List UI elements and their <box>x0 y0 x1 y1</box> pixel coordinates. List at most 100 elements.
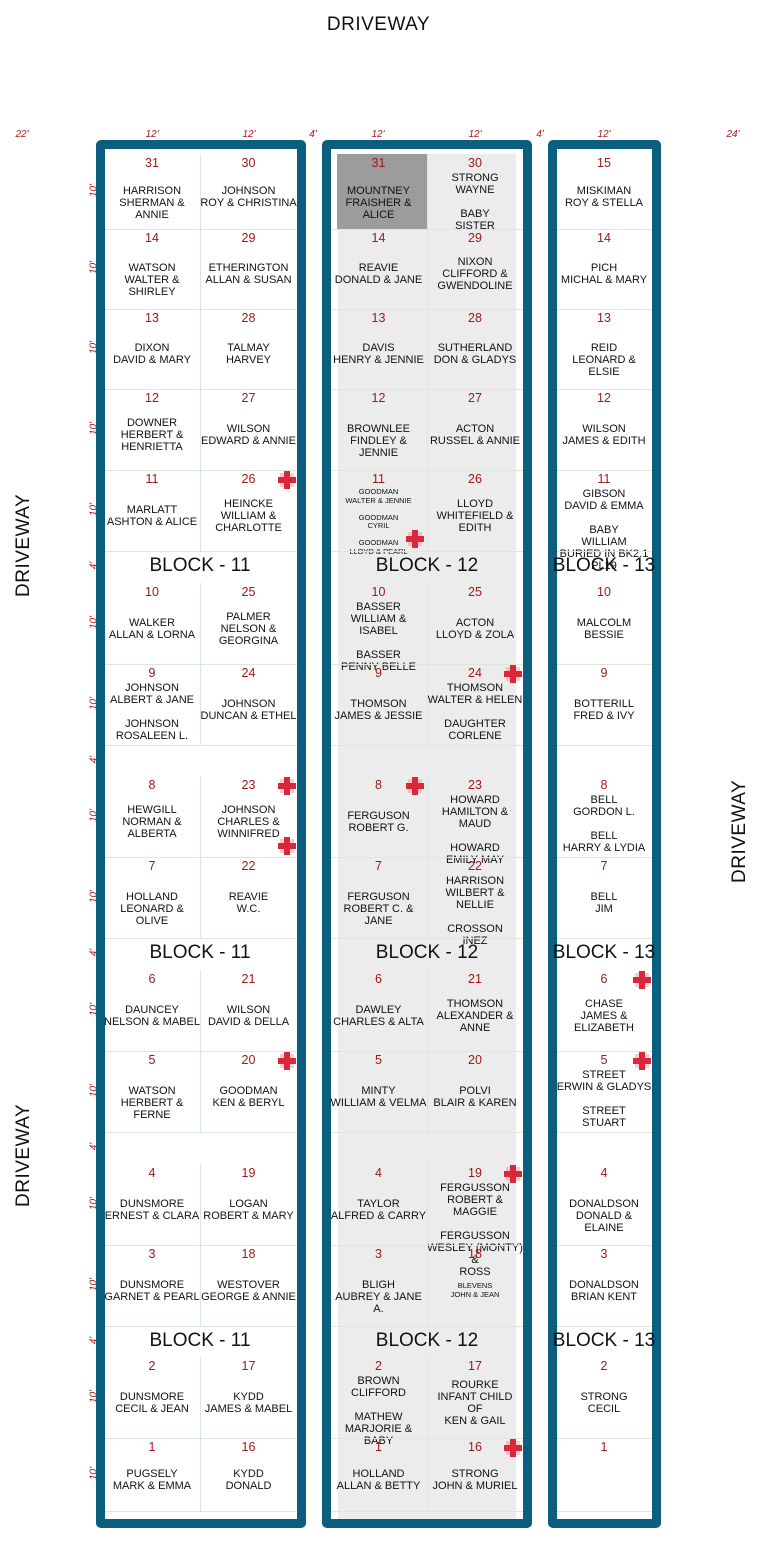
plot-number: 9 <box>375 666 382 680</box>
plot-occupants: ROURKE INFANT CHILD OF KEN & GAIL <box>437 1378 513 1427</box>
plot-occupants: FERGUSON ROBERT C. & JANE <box>343 890 414 927</box>
cross-marker-part <box>278 477 296 483</box>
plot-number: 6 <box>148 972 156 986</box>
cross-marker-icon <box>405 529 425 549</box>
grid-line <box>557 229 652 230</box>
grid-line <box>557 389 652 390</box>
grid-line <box>200 583 201 745</box>
plot-occupants: MINTY WILLIAM & VELMA <box>330 1084 427 1109</box>
dimension-label: 12' <box>371 129 385 140</box>
plot-number: 3 <box>148 1247 156 1261</box>
grid-line <box>331 745 523 746</box>
plot-number: 19 <box>468 1166 482 1180</box>
plot-number: 14 <box>597 231 611 245</box>
grid-line <box>427 970 428 1132</box>
cross-marker-part <box>406 783 424 789</box>
plot-cell[interactable]: 1 <box>556 1438 652 1511</box>
plot-occupants: MALCOLM BESSIE <box>576 616 632 641</box>
plot-number: 11 <box>145 472 159 486</box>
cross-marker-part <box>633 1058 651 1064</box>
plot-occupants: WESTOVER GEORGE & ANNIE <box>201 1278 296 1303</box>
plot-number: 29 <box>241 231 256 245</box>
plot-occupants: LLOYD WHITEFIELD & EDITH <box>436 497 514 534</box>
grid-line <box>557 1438 652 1439</box>
plot-number: 26 <box>468 472 482 486</box>
plot-number: 4 <box>600 1166 608 1180</box>
plot-number: 16 <box>468 1440 482 1454</box>
